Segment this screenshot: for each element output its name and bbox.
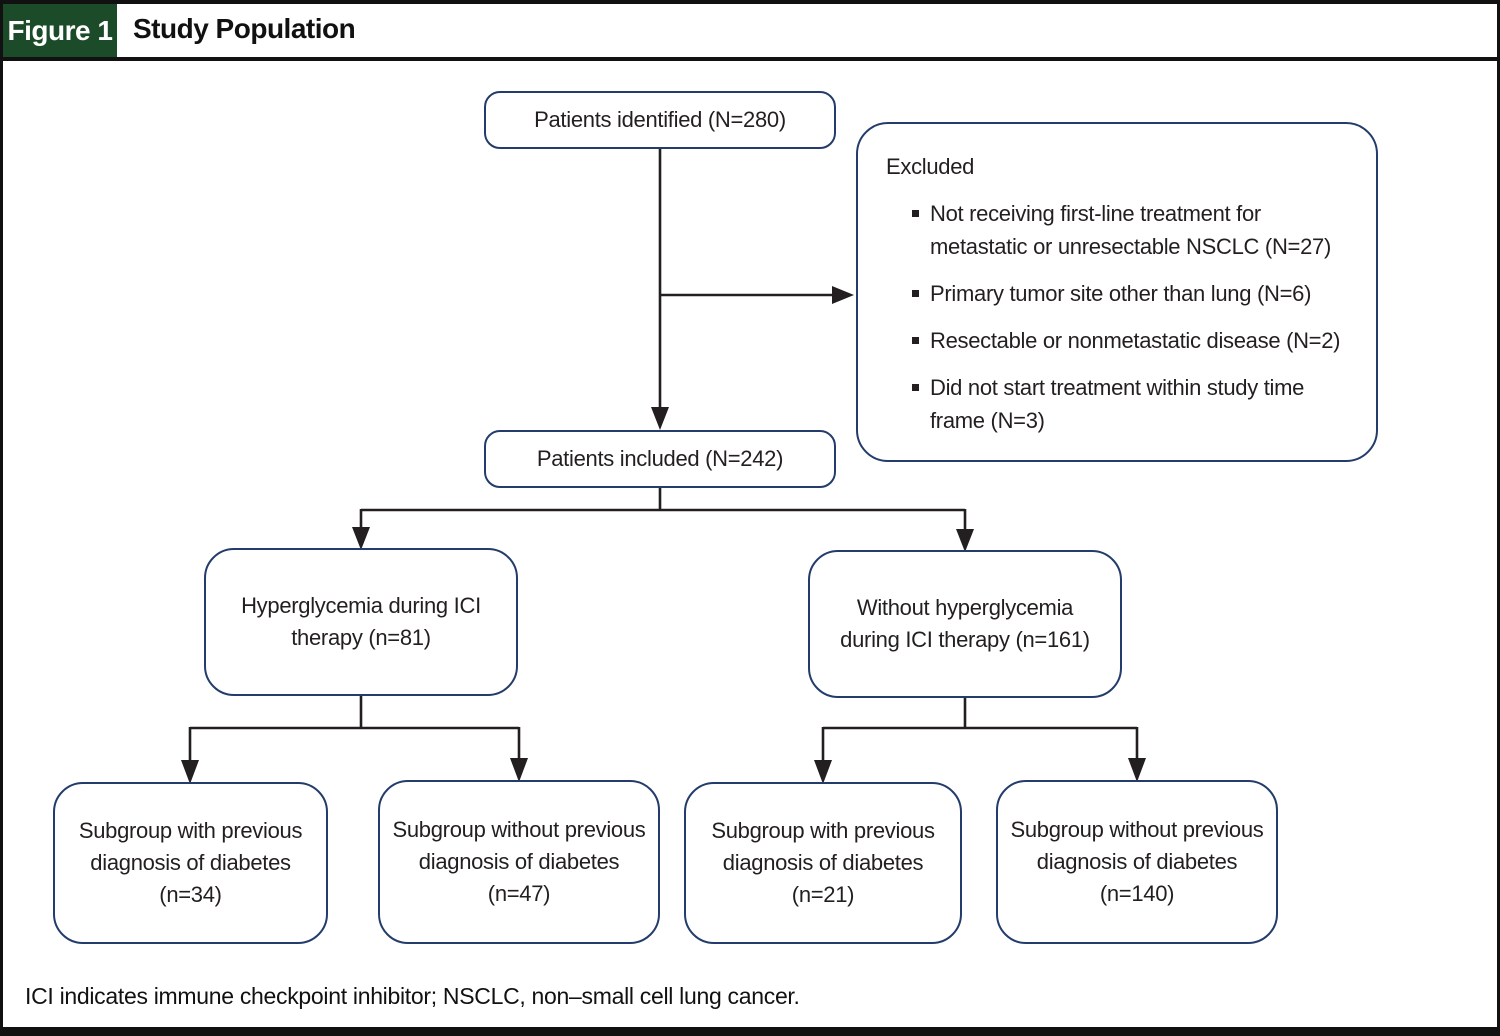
split-included-to-arms bbox=[352, 488, 974, 552]
excluded-title: Excluded bbox=[886, 154, 975, 179]
node-label-line: (n=21) bbox=[791, 882, 855, 907]
node-hyperglycemia-during-ici: Hyperglycemia during ICI therapy (n=81) bbox=[204, 548, 518, 696]
node-without-hyperglycemia: Without hyperglycemia during ICI therapy… bbox=[808, 550, 1122, 698]
excluded-item-text: Primary tumor site other than lung (N=6) bbox=[930, 281, 1312, 306]
node-label: Patients identified (N=280) bbox=[534, 107, 786, 132]
node-subgroup-nohyper-without-diabetes: Subgroup without previous diagnosis of d… bbox=[996, 780, 1278, 944]
figure-label-badge: Figure 1 bbox=[3, 4, 117, 57]
excluded-list: Not receiving first-line treatment for m… bbox=[886, 197, 1350, 437]
excluded-item-text: Resectable or nonmetastatic disease (N=2… bbox=[930, 328, 1341, 353]
node-subgroup-hyper-with-diabetes: Subgroup with previous diagnosis of diab… bbox=[53, 782, 328, 944]
node-label-line: Subgroup with previous bbox=[78, 818, 303, 843]
node-label-line: diagnosis of diabetes bbox=[418, 849, 620, 874]
excluded-item: Did not start treatment within study tim… bbox=[912, 371, 1350, 437]
figure-label: Figure 1 bbox=[7, 14, 113, 46]
excluded-item-text: Did not start treatment within study tim… bbox=[930, 375, 1305, 433]
node-label-line: (n=34) bbox=[159, 882, 222, 907]
square-bullet-icon bbox=[912, 337, 919, 344]
header-divider bbox=[0, 57, 1500, 61]
node-patients-included: Patients included (N=242) bbox=[484, 430, 836, 488]
node-label-line: therapy (n=81) bbox=[291, 625, 431, 650]
node-patients-identified: Patients identified (N=280) bbox=[484, 91, 836, 149]
node-label-line: Subgroup without previous bbox=[1010, 817, 1264, 842]
node-label-line: Without hyperglycemia bbox=[856, 595, 1074, 620]
excluded-item: Resectable or nonmetastatic disease (N=2… bbox=[912, 324, 1350, 357]
node-subgroup-hyper-without-diabetes: Subgroup without previous diagnosis of d… bbox=[378, 780, 660, 944]
square-bullet-icon bbox=[912, 290, 919, 297]
node-label: Patients included (N=242) bbox=[536, 446, 784, 471]
node-label-line: diagnosis of diabetes bbox=[722, 850, 924, 875]
node-subgroup-nohyper-with-diabetes: Subgroup with previous diagnosis of diab… bbox=[684, 782, 962, 944]
figure-title: Study Population bbox=[133, 13, 356, 44]
excluded-item: Primary tumor site other than lung (N=6) bbox=[912, 277, 1350, 310]
excluded-item: Not receiving first-line treatment for m… bbox=[912, 197, 1350, 263]
square-bullet-icon bbox=[912, 384, 919, 391]
node-label-line: (n=47) bbox=[487, 881, 551, 906]
node-label-line: Hyperglycemia during ICI bbox=[241, 593, 481, 618]
node-label-line: Subgroup with previous bbox=[711, 818, 935, 843]
node-label-line: during ICI therapy (n=161) bbox=[840, 627, 1090, 652]
footnote: ICI indicates immune checkpoint inhibito… bbox=[25, 983, 800, 1009]
split-hyper-to-subgroups bbox=[181, 695, 528, 784]
arrow-to-excluded bbox=[660, 286, 854, 304]
node-label-line: (n=140) bbox=[1099, 881, 1175, 906]
split-nohyper-to-subgroups bbox=[814, 697, 1146, 784]
node-label-line: Subgroup without previous bbox=[392, 817, 646, 842]
node-label-line: diagnosis of diabetes bbox=[90, 850, 291, 875]
excluded-item-text: Not receiving first-line treatment for m… bbox=[930, 201, 1331, 259]
arrow-identified-to-included bbox=[651, 148, 669, 430]
node-label-line: diagnosis of diabetes bbox=[1036, 849, 1238, 874]
node-excluded: Excluded Not receiving first-line treatm… bbox=[856, 122, 1378, 462]
square-bullet-icon bbox=[912, 210, 919, 217]
